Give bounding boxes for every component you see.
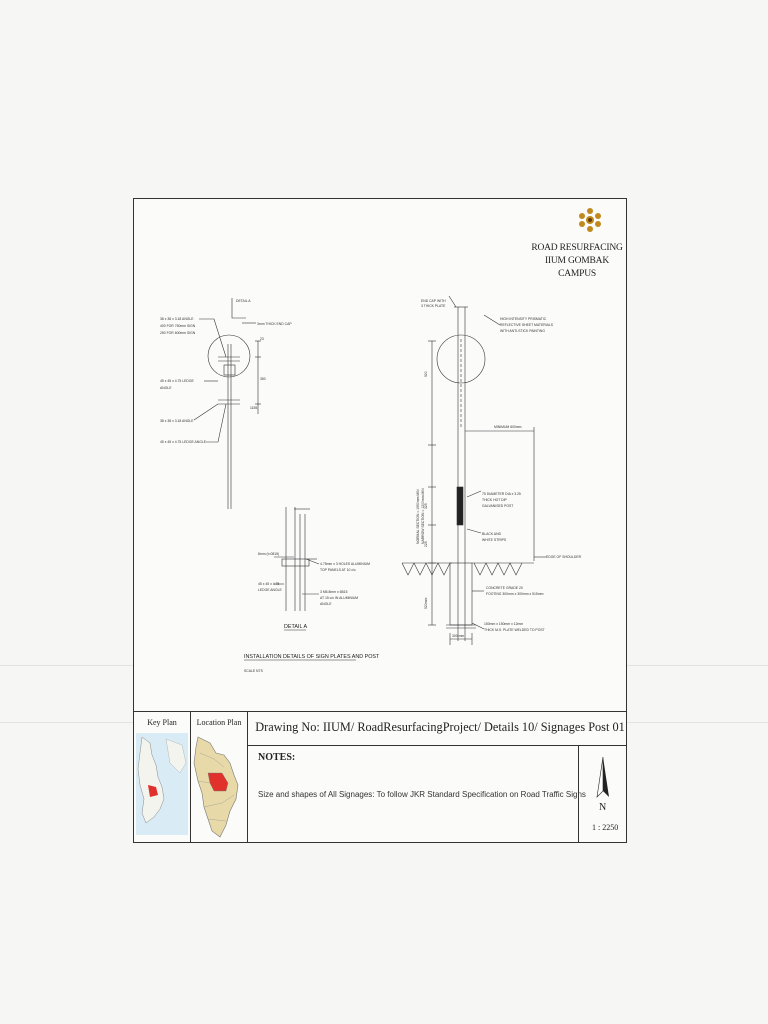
detail-label-3: TOP PANELS AT 10 c/c (320, 568, 356, 572)
north-label: N (599, 802, 607, 813)
section-label-narrow: NARROW SECTION = 1200mm MIN (421, 488, 425, 544)
detail-label-4: 45 x 45 x 4.75 (258, 582, 279, 586)
left-label-5: ANGLE (160, 386, 172, 390)
footing-note-2: FOOTING 300mm x 300mm x 515mm (486, 592, 544, 596)
titleblock-divider-2 (247, 711, 248, 842)
left-label-1: 38 x 38 x 3.18 ANGLE (160, 317, 194, 321)
location-plan-map (193, 736, 239, 838)
project-title-line2: IIUM GOMBAK CAMPUS (544, 256, 610, 279)
dim-350: 350 (260, 377, 266, 381)
left-label-7: 45 x 45 x 4.75 LEDGE ANGLE (160, 440, 207, 444)
strips-note-1: BLACK AND (482, 532, 502, 536)
strips-note-2: WHITE STRIPS (482, 538, 507, 542)
drawing-sheet: ROAD RESURFACING IIUM GOMBAK CAMPUS (133, 198, 627, 843)
scale-nts: SCALE NTS (244, 669, 264, 673)
titleblock-top-border (134, 711, 626, 712)
dim-1155: 1155 (250, 406, 257, 410)
post-note-1: 75 DIAMETER DIA x 3.25 (482, 492, 521, 496)
notes-text: Size and shapes of All Signages: To foll… (258, 790, 586, 799)
dim-925: 920 (424, 371, 428, 377)
minimum-label: MINIMUM 600mm (494, 425, 522, 429)
dim-520: 520mm (424, 598, 428, 609)
titleblock-divider-3 (578, 745, 579, 842)
detail-label-1: 8mm (t=0815) (258, 552, 279, 556)
iium-logo-icon (579, 208, 601, 232)
dim-325: 325 (424, 503, 428, 509)
left-label-4: 45 x 45 x 4.75 LEDGE (160, 379, 194, 383)
drawing-number: Drawing No: IIUM/ RoadResurfacingProject… (255, 720, 625, 734)
end-cap-plate-1: END CAP WITH (421, 299, 446, 303)
detail-label-6: 3 M5.8mm x 6B15 (320, 590, 348, 594)
north-arrow-icon (596, 757, 609, 798)
technical-drawing: DETAIL A 38 x 38 x 3.18 ANGLE 400 FOR 75… (160, 295, 582, 673)
reflective-note-1: HIGH INTENSITY PRISMATIC (500, 317, 547, 321)
scale-label: 1 : 2250 (592, 823, 619, 832)
left-label-2: 400 FOR 750mm SIGN (160, 324, 196, 328)
end-cap-label: 3mm THICK END CAP (257, 322, 292, 326)
dim-225: 225 (424, 541, 428, 547)
shoulder-label: EDGE OF SHOULDER (546, 555, 582, 559)
project-title-line1: ROAD RESURFACING (531, 243, 623, 253)
detail-a-title: DETAIL A (284, 624, 307, 630)
plate-note-2: THICK M.S. PLATE WELDED TO POST (484, 628, 545, 632)
key-plan-map (136, 733, 188, 835)
key-plan-label: Key Plan (147, 718, 177, 727)
post-note-3: GALVANISED POST (482, 504, 513, 508)
project-title: ROAD RESURFACING IIUM GOMBAK CAMPUS (526, 242, 628, 281)
reflective-note-2: REFLECTIVE SHEET MATERIALS (500, 323, 554, 327)
plate-note-1: 150mm x 150mm x 12mm (484, 622, 523, 626)
detail-label-2: 4.75mm x 3 HOLES ALUMINIUM (320, 562, 370, 566)
left-label-6: 38 x 38 x 3.18 ANGLE (160, 419, 194, 423)
notes-label: NOTES: (258, 752, 296, 763)
dim-23: 23 (260, 337, 264, 341)
titleblock-row-divider (247, 745, 626, 746)
section-label-normal: NORMAL SECTION = 1950mm MIN (416, 489, 420, 544)
dim-300: 300 mm (452, 634, 464, 638)
post-note-2: THICK HOT DIP (482, 498, 508, 502)
end-cap-plate-2: 3 THICK PLATE (421, 304, 446, 308)
detail-label-7: AT 15 c/c IN ALUMINIUM (320, 596, 358, 600)
left-label-3: 250 FOR 600mm SIGN (160, 331, 196, 335)
footing-note-1: CONCRETE GRADE 20 (486, 586, 523, 590)
location-plan-label: Location Plan (196, 718, 242, 727)
titleblock-divider-1 (190, 711, 191, 842)
detail-a-callout: DETAIL A (236, 299, 251, 303)
detail-label-8: ANGLE (320, 602, 332, 606)
installation-title: INSTALLATION DETAILS OF SIGN PLATES AND … (244, 654, 380, 660)
reflective-note-3: WITH ANTI-STICK PAINTING (500, 329, 545, 333)
detail-label-5: LEDGE ANGLE (258, 588, 282, 592)
